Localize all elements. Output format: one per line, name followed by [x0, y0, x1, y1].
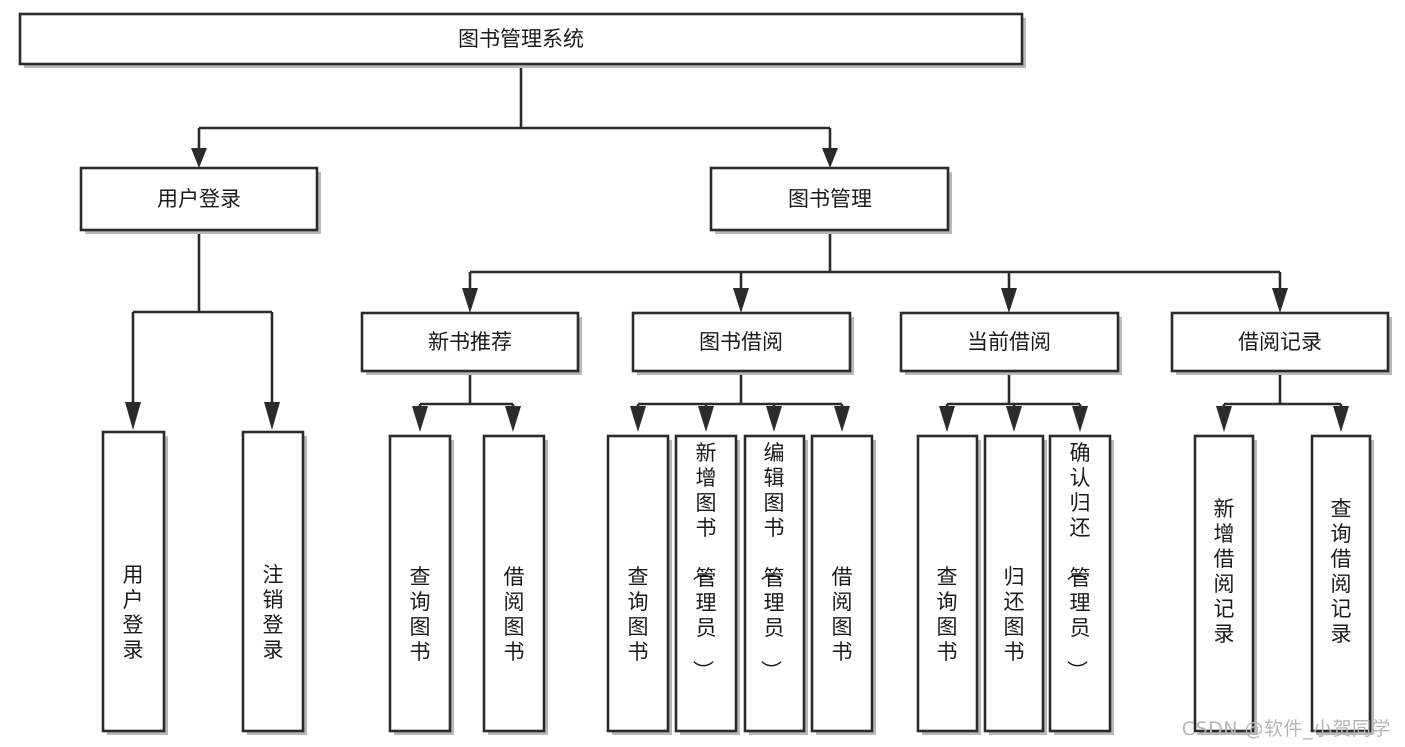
node-borrow-record-box[interactable]	[1170, 311, 1390, 373]
arrow-borrow-to-leaf4	[834, 406, 850, 432]
node-user-login-label: 用户登录	[157, 187, 241, 211]
node-leaf-borrow-edit-book[interactable]: 编辑图书（管理员）	[743, 434, 808, 735]
node-leaf-rec-query-book-label: 查询图书	[410, 565, 431, 664]
node-leaf-rec-add-record[interactable]: 新增借阅记录	[1193, 434, 1257, 735]
node-leaf-rec-borrow-book-label: 借阅图书	[504, 565, 525, 664]
node-leaf-cur-confirm-return-box[interactable]	[1048, 434, 1112, 733]
node-borrow-record-label: 借阅记录	[1238, 330, 1322, 354]
arrow-borrow-to-leaf2	[698, 406, 714, 432]
node-leaf-cur-confirm-return-label: 确认归还（管理员）	[1065, 441, 1091, 681]
node-leaf-rec-add-record-box[interactable]	[1193, 434, 1255, 733]
node-leaf-user-logout-label: 注销登录	[263, 563, 284, 662]
node-leaf-cur-query-book-box[interactable]	[916, 434, 979, 733]
node-leaf-user-logout-box[interactable]	[241, 430, 305, 733]
arrow-current-to-leaf1	[939, 406, 955, 432]
node-user-login-box[interactable]	[79, 166, 319, 232]
arrow-record-to-leaf1	[1216, 406, 1232, 432]
arrow-root-to-user-login	[191, 148, 207, 168]
node-book-manage-box[interactable]	[709, 166, 950, 232]
node-leaf-cur-return-book-box[interactable]	[983, 434, 1045, 733]
node-current-borrow-label: 当前借阅	[967, 330, 1051, 354]
node-book-manage-label: 图书管理	[788, 187, 872, 211]
node-leaf-user-login-label: 用户登录	[123, 563, 144, 662]
node-leaf-rec-query-book-box[interactable]	[388, 434, 452, 733]
arrow-current-to-leaf3	[1072, 406, 1088, 432]
node-leaf-rec-add-record-label: 新增借阅记录	[1214, 497, 1235, 646]
node-leaf-rec-query-book[interactable]: 查询图书	[388, 434, 454, 735]
node-current-borrow-box[interactable]	[899, 311, 1120, 373]
connectors	[125, 66, 1349, 432]
node-leaf-rec-query-record-label: 查询借阅记录	[1331, 497, 1352, 646]
arrow-borrow-to-leaf1	[630, 406, 646, 432]
node-leaf-user-login-box[interactable]	[101, 430, 166, 733]
node-borrow-record[interactable]: 借阅记录	[1170, 311, 1392, 375]
arrow-rec-to-leaf1	[412, 406, 428, 432]
node-leaf-borrow-add-book[interactable]: 新增图书（管理员）	[674, 434, 740, 735]
leaf-nodes: 用户登录 注销登录 查询图书 借阅图书 查询图书	[101, 430, 1374, 735]
node-leaf-borrow-add-book-box[interactable]	[674, 434, 738, 733]
node-book-borrow-label: 图书借阅	[699, 330, 783, 354]
node-leaf-cur-query-book-label: 查询图书	[937, 565, 958, 664]
node-leaf-user-login[interactable]: 用户登录	[101, 430, 168, 735]
node-leaf-cur-query-book[interactable]: 查询图书	[916, 434, 981, 735]
node-leaf-borrow-borrow-book-label: 借阅图书	[832, 565, 853, 664]
node-leaf-cur-return-book[interactable]: 归还图书	[983, 434, 1047, 735]
node-root[interactable]: 图书管理系统	[18, 12, 1026, 68]
node-leaf-borrow-borrow-book[interactable]: 借阅图书	[810, 434, 876, 735]
node-new-book-recommend-box[interactable]	[360, 311, 580, 373]
arrow-record-to-leaf2	[1333, 406, 1349, 432]
node-leaf-borrow-edit-book-label: 编辑图书（管理员）	[759, 441, 785, 681]
arrow-bm-to-record	[1272, 288, 1288, 313]
node-book-borrow[interactable]: 图书借阅	[631, 311, 854, 375]
node-user-login[interactable]: 用户登录	[79, 166, 321, 234]
node-book-manage[interactable]: 图书管理	[709, 166, 952, 234]
node-leaf-borrow-borrow-book-box[interactable]	[810, 434, 874, 733]
node-new-book-recommend[interactable]: 新书推荐	[360, 311, 582, 375]
node-leaf-rec-query-record-box[interactable]	[1310, 434, 1372, 733]
arrow-borrow-to-leaf3	[766, 406, 782, 432]
node-current-borrow[interactable]: 当前借阅	[899, 311, 1122, 375]
arrow-user-login-to-leaf2	[264, 402, 280, 430]
node-leaf-borrow-query-book-label: 查询图书	[628, 565, 649, 664]
node-leaf-rec-query-record[interactable]: 查询借阅记录	[1310, 434, 1374, 735]
arrow-bm-to-current	[1001, 288, 1017, 313]
arrow-current-to-leaf2	[1006, 406, 1022, 432]
node-book-borrow-box[interactable]	[631, 311, 852, 373]
node-leaf-borrow-query-book-box[interactable]	[606, 434, 670, 733]
node-leaf-rec-borrow-book-box[interactable]	[482, 434, 546, 733]
node-leaf-rec-borrow-book[interactable]: 借阅图书	[482, 434, 548, 735]
arrow-root-to-book-manage	[822, 148, 838, 168]
node-root-label: 图书管理系统	[458, 27, 584, 51]
node-root-box[interactable]	[18, 12, 1024, 66]
node-leaf-borrow-add-book-label: 新增图书（管理员）	[691, 441, 717, 681]
node-leaf-user-logout[interactable]: 注销登录	[241, 430, 307, 735]
node-leaf-borrow-query-book[interactable]: 查询图书	[606, 434, 672, 735]
arrow-bm-to-rec	[462, 288, 478, 313]
arrow-bm-to-borrow	[733, 288, 749, 313]
node-leaf-borrow-edit-book-box[interactable]	[743, 434, 806, 733]
node-new-book-recommend-label: 新书推荐	[428, 330, 512, 354]
node-leaf-cur-return-book-label: 归还图书	[1004, 565, 1025, 664]
node-leaf-cur-confirm-return[interactable]: 确认归还（管理员）	[1048, 434, 1114, 735]
arrow-user-login-to-leaf1	[125, 402, 141, 430]
arrow-rec-to-leaf2	[505, 406, 521, 432]
